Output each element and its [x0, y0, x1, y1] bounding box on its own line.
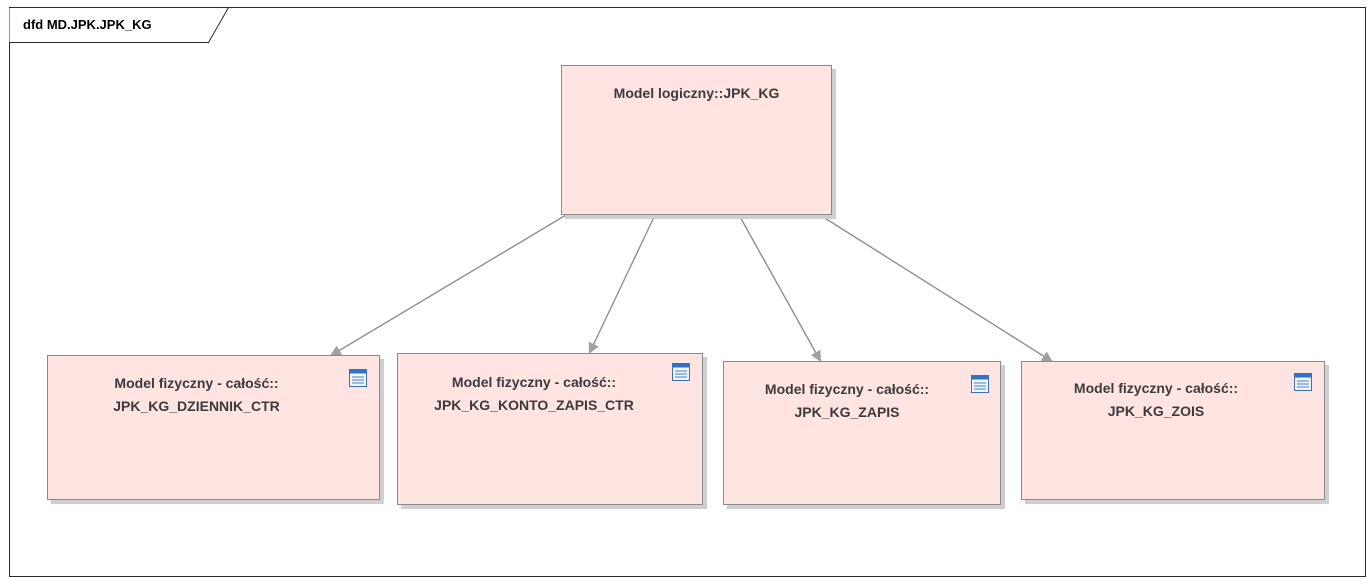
target-node-zois[interactable]: Model fizyczny - całość:: JPK_KG_ZOIS	[1021, 361, 1325, 500]
table-icon	[971, 375, 989, 393]
connector-zapis	[738, 214, 822, 363]
connector-dziennik	[329, 214, 567, 357]
target-node-label-line2: JPK_KG_KONTO_ZAPIS_CTR	[434, 397, 634, 413]
target-node-label-line1: Model fizyczny - całość::	[114, 375, 279, 391]
diagram-title: dfd MD.JPK.JPK_KG	[23, 17, 152, 32]
connector-konto-zapis	[588, 214, 656, 355]
target-node-dziennik-ctr[interactable]: Model fizyczny - całość:: JPK_KG_DZIENNI…	[47, 355, 380, 500]
table-icon	[1294, 373, 1312, 391]
source-node-model-logiczny[interactable]: Model logiczny::JPK_KG	[561, 65, 832, 215]
target-node-label-line2: JPK_KG_ZOIS	[1107, 403, 1205, 419]
source-node-label: Model logiczny::JPK_KG	[613, 85, 780, 101]
table-icon	[349, 369, 367, 387]
target-node-label-line1: Model fizyczny - całość::	[1073, 380, 1239, 396]
connector-zois	[819, 214, 1054, 363]
target-node-label-line2: JPK_KG_DZIENNIK_CTR	[113, 398, 280, 414]
target-node-label-line2: JPK_KG_ZAPIS	[794, 404, 900, 420]
target-node-label-line1: Model fizyczny - całość::	[764, 381, 930, 397]
table-icon	[672, 363, 690, 381]
target-node-konto-zapis-ctr[interactable]: Model fizyczny - całość:: JPK_KG_KONTO_Z…	[397, 353, 703, 505]
diagram-title-tab	[9, 7, 230, 43]
target-node-zapis[interactable]: Model fizyczny - całość:: JPK_KG_ZAPIS	[723, 361, 1001, 505]
target-node-label-line1: Model fizyczny - całość::	[451, 374, 617, 390]
